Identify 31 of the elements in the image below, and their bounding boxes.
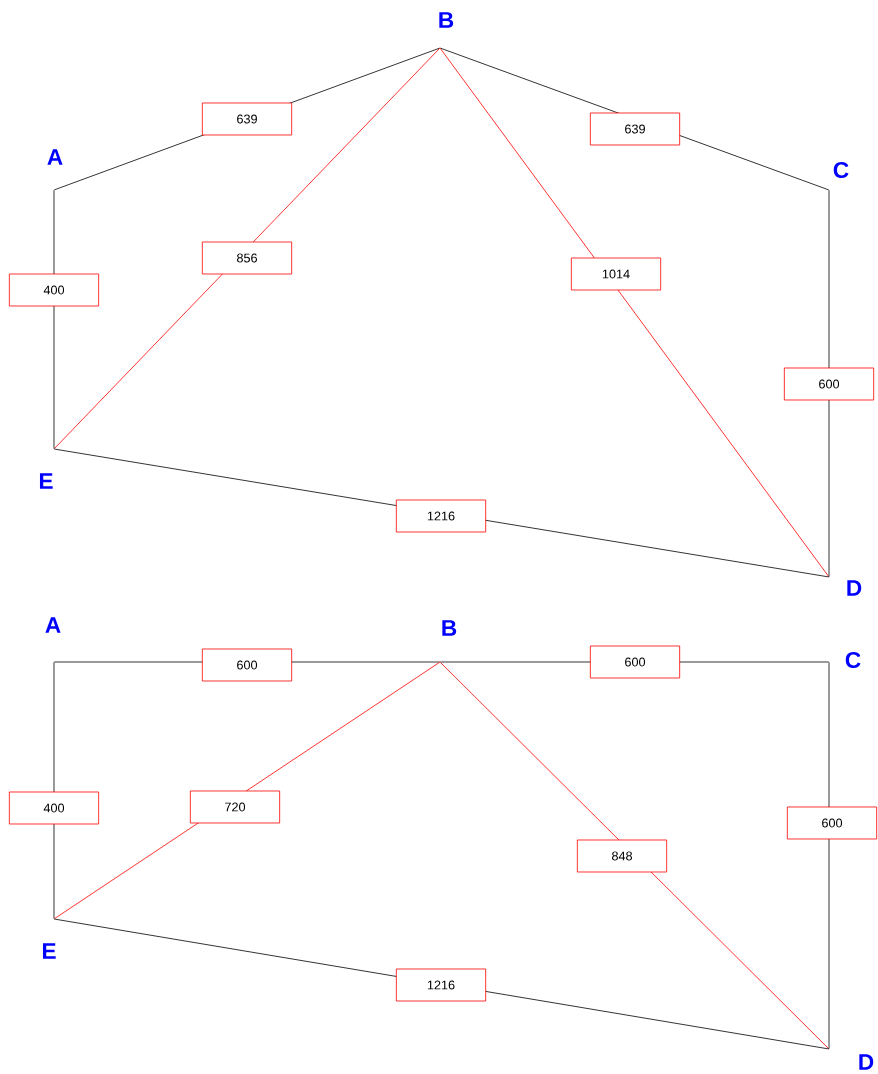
weight-label: 600 xyxy=(201,648,293,682)
weight-label: 600 xyxy=(783,367,875,401)
edge-line xyxy=(53,918,830,1050)
weight-label: 848 xyxy=(576,839,668,873)
weight-label: 600 xyxy=(786,806,878,840)
vertex-letter: B xyxy=(439,12,454,28)
vertex-letter: A xyxy=(45,617,61,633)
weight-label: 600 xyxy=(589,645,681,679)
weight-label: 400 xyxy=(8,791,100,825)
edge-line xyxy=(439,661,830,1050)
edge-line xyxy=(828,189,830,578)
vertex-letter: D xyxy=(847,580,862,596)
weight-label: 1216 xyxy=(395,499,487,533)
vertex-letter: A xyxy=(47,149,63,165)
edge-line xyxy=(439,47,830,578)
vertex-letter: E xyxy=(42,943,56,959)
vertex-letter: C xyxy=(845,651,861,669)
vertex-letter: C xyxy=(833,161,849,178)
edge-line xyxy=(53,448,830,578)
weight-label: 1014 xyxy=(570,257,662,291)
weight-label: 400 xyxy=(8,273,100,307)
vertex-letter: D xyxy=(859,1054,874,1070)
edge-line xyxy=(828,661,830,1050)
weight-label: 720 xyxy=(189,790,281,824)
weight-label: 639 xyxy=(201,102,293,136)
vertex-letter: B xyxy=(442,620,457,636)
edge-line xyxy=(53,47,441,450)
weight-label: 639 xyxy=(589,112,681,146)
weight-label: 1216 xyxy=(395,968,487,1002)
weight-label: 856 xyxy=(201,241,293,275)
vertex-letter: E xyxy=(39,473,53,489)
